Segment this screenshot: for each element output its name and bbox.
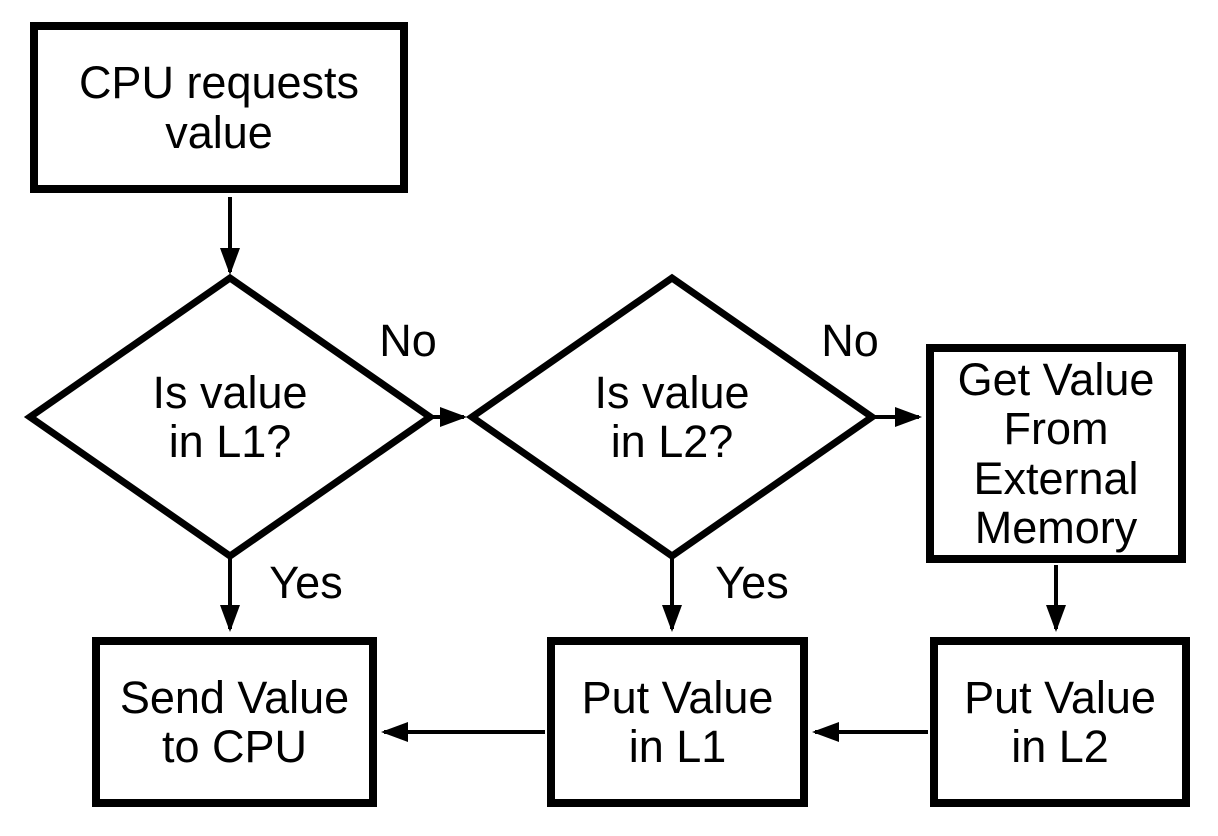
process-box-put-value-in-l1 <box>547 637 808 807</box>
decision-diamond-is-value-in-l2 <box>465 273 879 561</box>
decision-diamond-is-value-in-l1 <box>23 273 437 561</box>
process-box-cpu-requests-value <box>30 22 408 193</box>
process-box-put-value-in-l2 <box>930 637 1190 807</box>
process-box-send-value-to-cpu <box>92 637 377 807</box>
process-box-get-value-external-memory <box>926 344 1186 563</box>
